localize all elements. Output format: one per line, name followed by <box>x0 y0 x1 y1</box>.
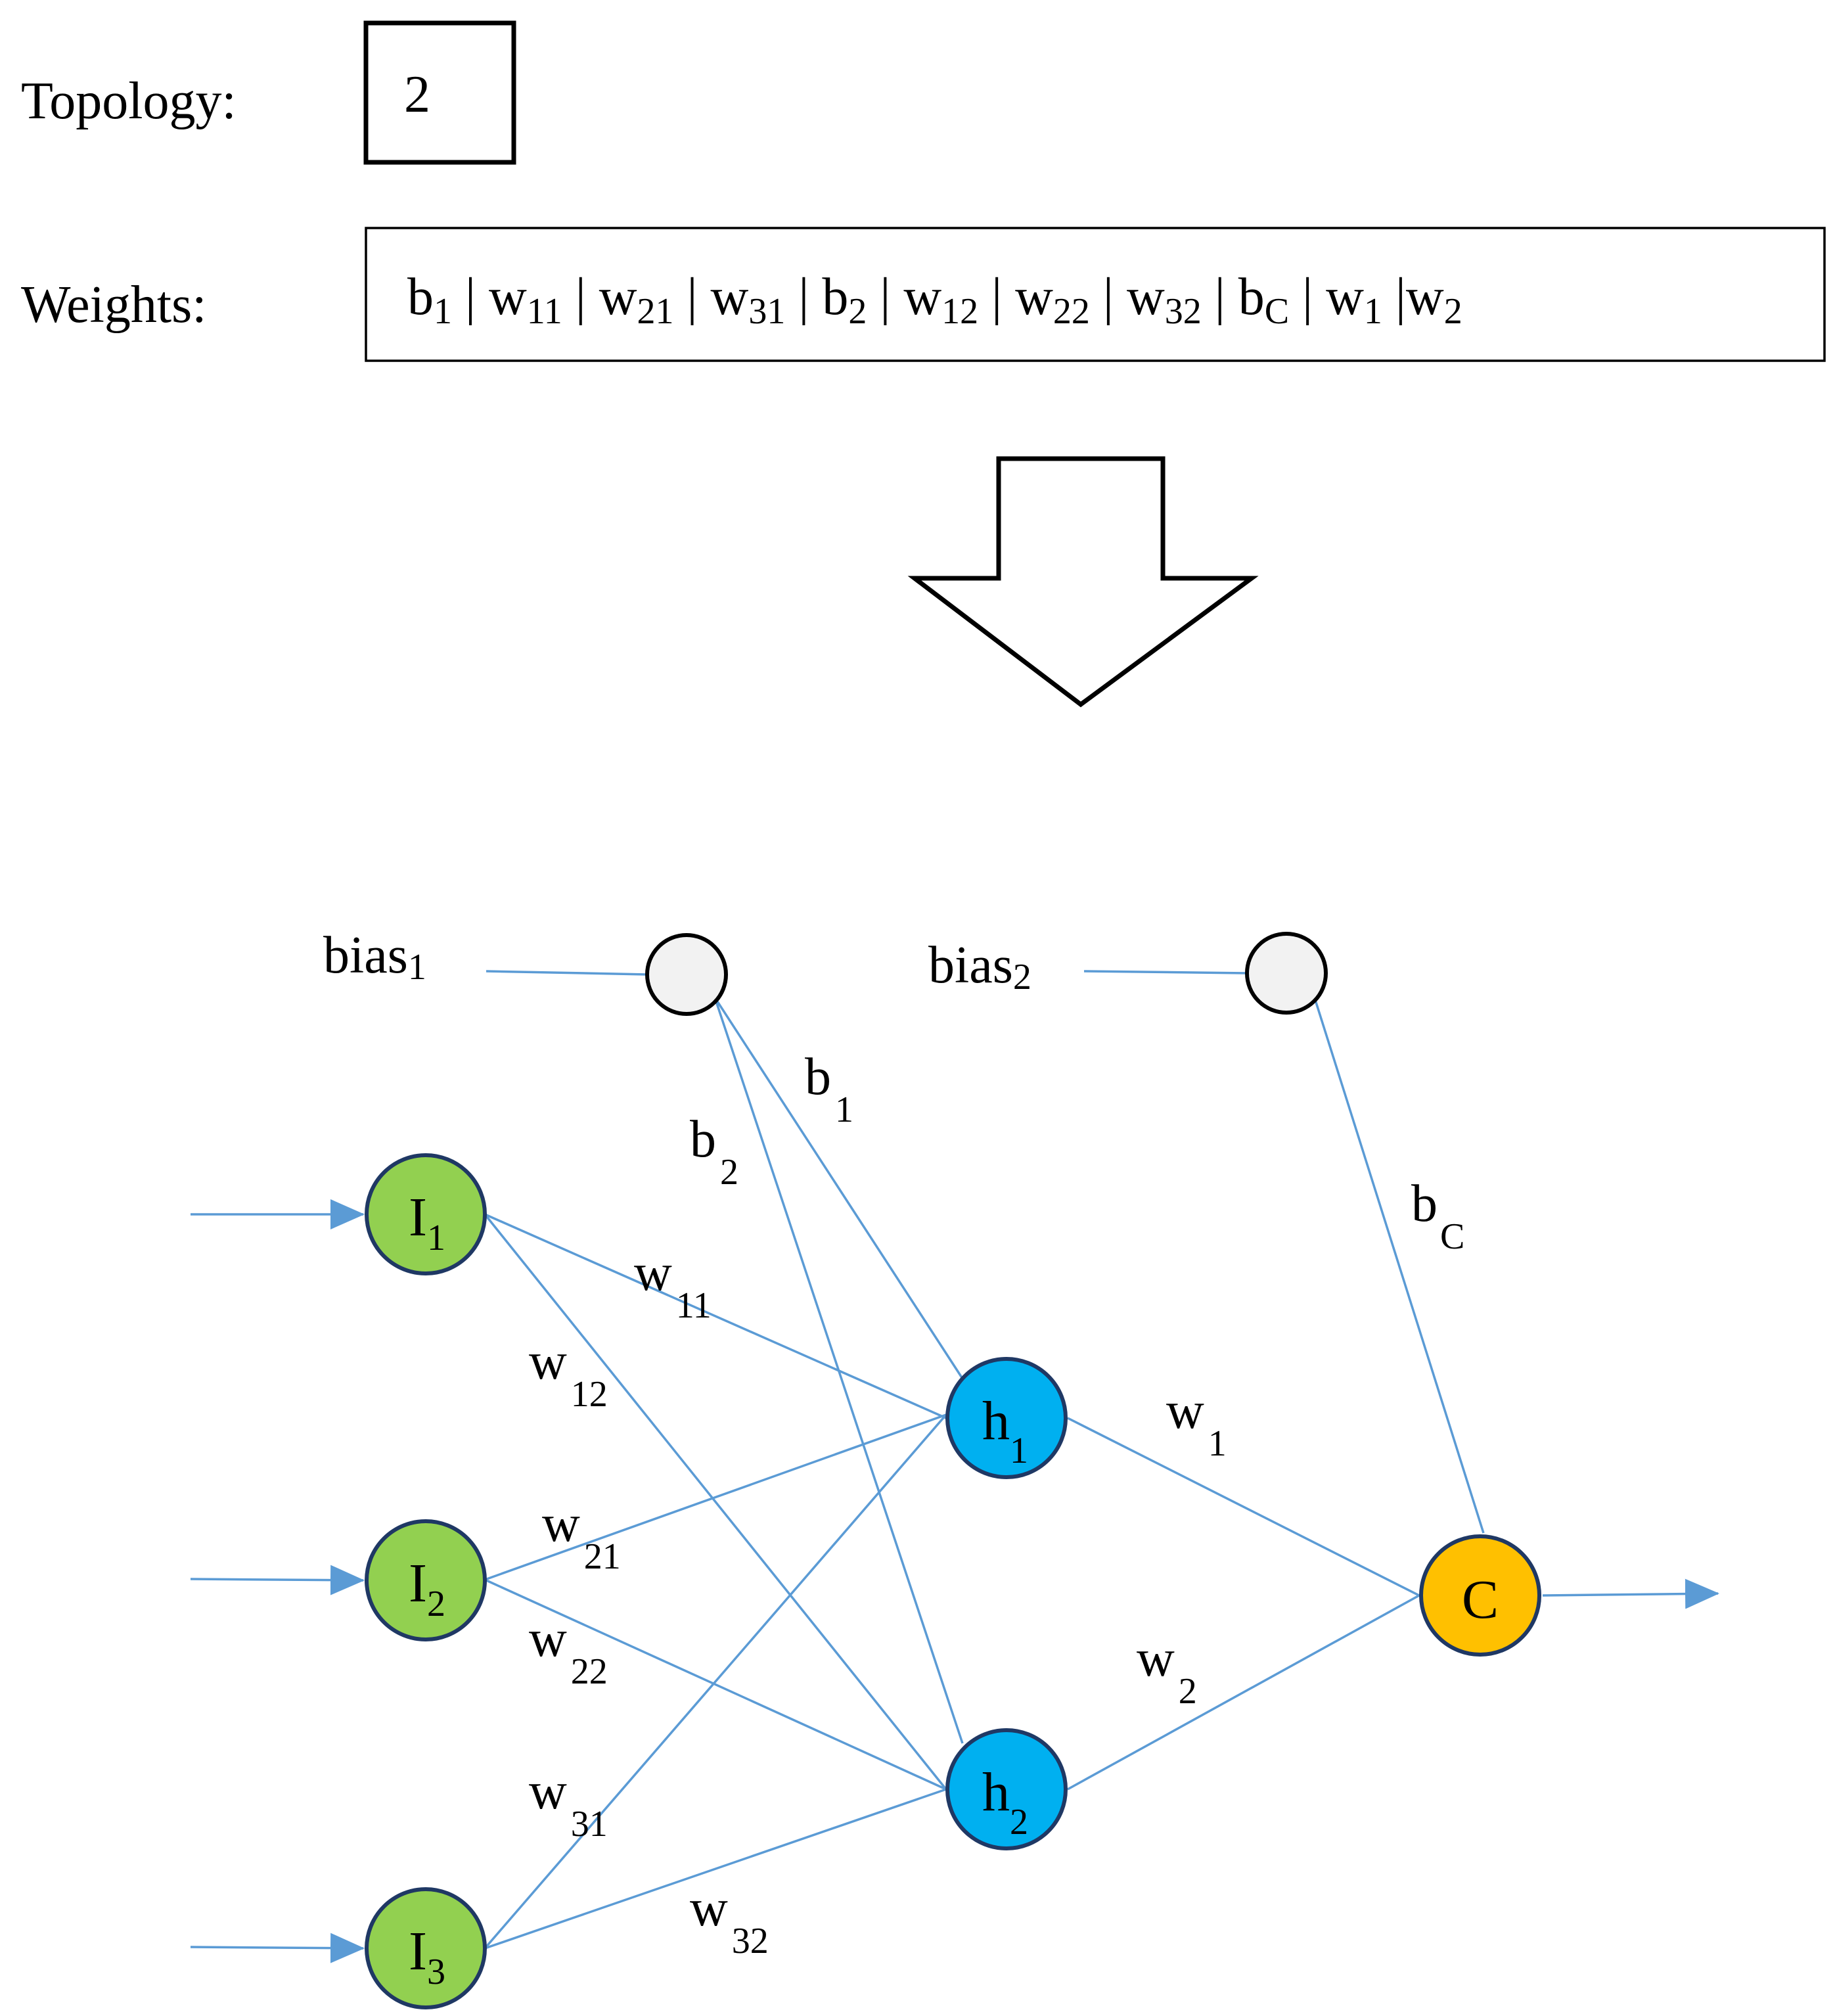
hidden-node-2 <box>945 1728 1068 1850</box>
output-arrow <box>1542 1578 1719 1609</box>
bias-label-1: bias1 <box>323 927 426 988</box>
weights-item-b1: b <box>407 268 434 326</box>
weights-item-bC: b <box>1238 268 1265 326</box>
edge-w32 <box>484 1788 947 1950</box>
edge-label-w2: w2 <box>1137 1630 1197 1712</box>
weights-item-sub: 2 <box>848 291 867 332</box>
weights-item-sub: 32 <box>1165 291 1202 332</box>
edge-label-w12: w12 <box>529 1333 608 1415</box>
weights-separator: | <box>1289 268 1326 326</box>
edge-bC <box>1314 999 1485 1534</box>
edge-label-w22: w22 <box>529 1610 608 1692</box>
bias-label-2: bias2 <box>928 936 1031 997</box>
edge-w21 <box>484 1413 947 1581</box>
edge-bias2-input <box>1083 970 1248 974</box>
edge-bias1-input <box>486 970 648 976</box>
node-label-I2: I2 <box>409 1553 445 1624</box>
input-arrow-2 <box>190 1565 365 1595</box>
edge-label-w32: w32 <box>690 1879 769 1961</box>
weights-separator: | <box>867 268 903 326</box>
weights-item-sub: 2 <box>1444 291 1462 332</box>
edge-label-w11: w11 <box>634 1244 712 1326</box>
node-label-h2: h2 <box>982 1762 1028 1843</box>
node-label-I1: I1 <box>409 1187 445 1258</box>
weights-item-sub: 11 <box>527 291 562 332</box>
weights-item-sub: 31 <box>748 291 785 332</box>
weights-item-w22: w <box>1015 268 1053 326</box>
weights-item-b2: b <box>822 268 848 326</box>
weights-item-w11: w <box>489 268 527 326</box>
input-node-1 <box>365 1153 487 1275</box>
weights-separator: | <box>452 268 489 326</box>
edge-label-w1: w1 <box>1166 1382 1227 1464</box>
edge-w22 <box>484 1578 947 1791</box>
weights-item-w1: w <box>1326 268 1364 326</box>
weights-separator: | <box>1090 268 1127 326</box>
edge-w12 <box>484 1213 947 1791</box>
topology-box <box>363 20 516 165</box>
weights-label: Weights: <box>21 276 206 334</box>
weights-item-w2: w <box>1406 268 1444 326</box>
edge-w1 <box>1067 1417 1420 1597</box>
edge-label-w21: w21 <box>542 1495 621 1577</box>
edges <box>190 970 1719 1963</box>
edge-label-bC: bC <box>1411 1175 1464 1257</box>
input-node-3 <box>365 1887 487 2009</box>
weights-separator: | <box>1202 268 1238 326</box>
weights-separator: | <box>674 268 711 326</box>
weights-separator: | <box>1382 268 1406 326</box>
node-label-C: C <box>1462 1569 1499 1630</box>
weights-separator: | <box>978 268 1015 326</box>
bias-node-2 <box>1245 932 1328 1015</box>
hidden-node-1 <box>945 1357 1068 1479</box>
weights-item-sub: 12 <box>941 291 978 332</box>
topology-label: Topology: <box>21 72 237 130</box>
weights-separator: | <box>785 268 822 326</box>
input-node-2 <box>365 1519 487 1641</box>
weights-item-w21: w <box>599 268 637 326</box>
weights-item-sub: 1 <box>434 291 452 332</box>
topology-value: 2 <box>404 66 430 124</box>
down-arrow-icon <box>907 456 1259 708</box>
weights-item-w31: w <box>711 268 749 326</box>
node-label-h1: h1 <box>982 1390 1028 1471</box>
bias-node-1 <box>645 933 728 1016</box>
edge-label-b2: b2 <box>690 1111 738 1193</box>
node-label-I3: I3 <box>409 1921 445 1992</box>
weights-separator: | <box>562 268 599 326</box>
weights-sequence: b1 | w11 | w21 | w31 | b2 | w12 | w22 | … <box>407 268 1462 332</box>
weights-item-sub: C <box>1265 291 1289 332</box>
edge-w11 <box>484 1213 947 1419</box>
edge-b1 <box>714 997 964 1379</box>
weights-item-w12: w <box>903 268 941 326</box>
weights-item-sub: 21 <box>637 291 674 332</box>
weights-item-sub: 1 <box>1364 291 1382 332</box>
edge-label-w31: w31 <box>529 1762 608 1844</box>
weights-box <box>365 227 1826 362</box>
weights-item-sub: 22 <box>1053 291 1090 332</box>
edge-w31 <box>484 1413 947 1950</box>
edge-w2 <box>1067 1594 1420 1791</box>
edge-label-b1: b1 <box>805 1048 853 1130</box>
output-node <box>1419 1534 1541 1657</box>
input-arrow-3 <box>190 1933 365 1963</box>
weights-item-w32: w <box>1127 268 1165 326</box>
